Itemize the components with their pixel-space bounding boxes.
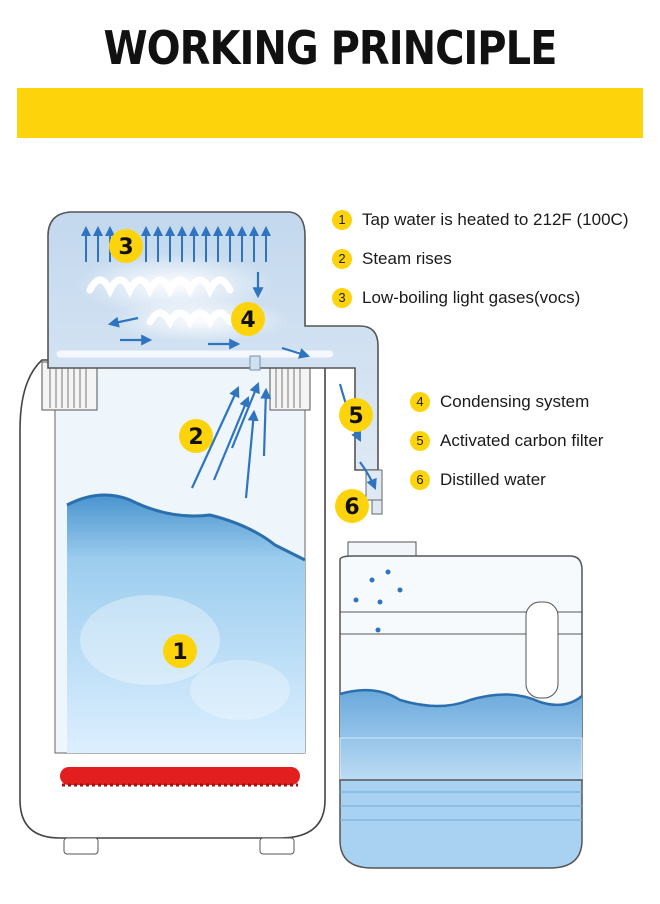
svg-text:1: 1	[172, 640, 187, 665]
legend-badge: 6	[410, 469, 430, 490]
legend-badge: 4	[410, 391, 430, 412]
legend-steps-1-3: 1 Tap water is heated to 212F (100C) 2 S…	[332, 200, 628, 317]
legend-badge: 5	[410, 430, 430, 451]
legend-item-6: 6 Distilled water	[410, 460, 603, 499]
legend-text: Distilled water	[440, 469, 546, 489]
title-accent-bar	[17, 88, 643, 138]
legend-item-5: 5 Activated carbon filter	[410, 421, 603, 460]
voc-arrows	[81, 226, 271, 262]
body-ribbed-collar	[41, 361, 311, 411]
legend-item-1: 1 Tap water is heated to 212F (100C)	[332, 200, 628, 239]
svg-text:3: 3	[118, 235, 133, 260]
legend-steps-4-6: 4 Condensing system 5 Activated carbon f…	[410, 382, 603, 499]
svg-text:4: 4	[240, 308, 255, 333]
heating-element	[60, 767, 300, 785]
legend-item-2: 2 Steam rises	[332, 239, 628, 278]
legend-text: Activated carbon filter	[440, 430, 604, 450]
marker-6: 6	[335, 489, 369, 523]
svg-text:6: 6	[344, 495, 359, 520]
page-title: WORKING PRINCIPLE	[103, 22, 558, 76]
svg-text:5: 5	[348, 404, 363, 429]
water-drops	[353, 569, 403, 633]
marker-4: 4	[231, 302, 265, 336]
legend-badge: 3	[332, 287, 352, 308]
marker-1: 1	[163, 634, 197, 668]
marker-2: 2	[179, 419, 213, 453]
legend-text: Low-boiling light gases(vocs)	[362, 287, 581, 307]
legend-text: Condensing system	[440, 391, 590, 411]
legend-text: Tap water is heated to 212F (100C)	[362, 209, 629, 229]
steam-arrows	[191, 381, 272, 499]
legend-badge: 1	[332, 209, 352, 230]
svg-text:2: 2	[188, 425, 203, 450]
distiller-body	[19, 359, 326, 855]
marker-3: 3	[109, 229, 143, 263]
legend-badge: 2	[332, 248, 352, 269]
marker-5: 5	[339, 398, 373, 432]
legend-item-3: 3 Low-boiling light gases(vocs)	[332, 278, 628, 317]
legend-text: Steam rises	[362, 248, 452, 268]
collection-jug	[339, 541, 583, 869]
legend-item-4: 4 Condensing system	[410, 382, 603, 421]
